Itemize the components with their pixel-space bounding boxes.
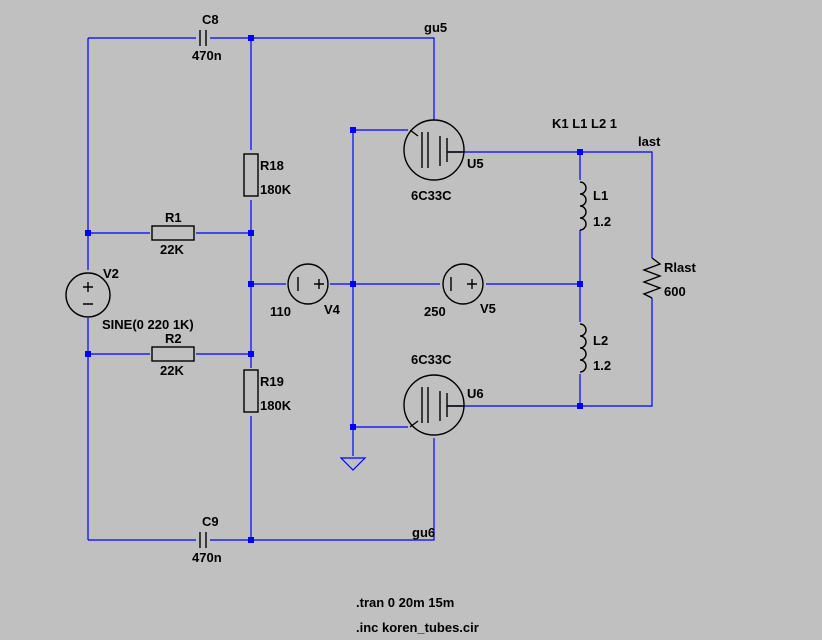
r1-value: 22K bbox=[160, 242, 184, 257]
junctions bbox=[85, 35, 583, 543]
u6-name: U6 bbox=[467, 386, 484, 401]
rlast-value: 600 bbox=[664, 284, 686, 299]
c9-name: C9 bbox=[202, 514, 219, 529]
inductor-l1[interactable]: L1 1.2 bbox=[579, 181, 611, 231]
net-label-gu5: gu5 bbox=[424, 20, 447, 35]
l2-name: L2 bbox=[593, 333, 608, 348]
u5-value: 6C33C bbox=[411, 188, 452, 203]
capacitor-c8[interactable]: C8 470n bbox=[192, 12, 222, 63]
r19-name: R19 bbox=[260, 374, 284, 389]
wires bbox=[87, 37, 653, 541]
resistor-r2[interactable]: R2 22K bbox=[151, 331, 195, 378]
resistor-r1[interactable]: R1 22K bbox=[151, 210, 195, 257]
r2-name: R2 bbox=[165, 331, 182, 346]
voltage-source-v4[interactable]: 110 V4 bbox=[270, 263, 341, 319]
v4-value: 110 bbox=[270, 304, 291, 319]
net-label-gu6: gu6 bbox=[412, 525, 435, 540]
v2-name: V2 bbox=[103, 266, 119, 281]
l2-value: 1.2 bbox=[593, 358, 611, 373]
u6-value: 6C33C bbox=[411, 352, 452, 367]
voltage-source-v5[interactable]: 250 V5 bbox=[424, 263, 496, 319]
tube-u6[interactable]: U6 6C33C bbox=[403, 352, 484, 436]
v2-value: SINE(0 220 1K) bbox=[102, 317, 194, 332]
inductor-l2[interactable]: L2 1.2 bbox=[579, 323, 611, 373]
include-directive: .inc koren_tubes.cir bbox=[356, 620, 479, 635]
c9-value: 470n bbox=[192, 550, 222, 565]
tube-u5[interactable]: U5 6C33C bbox=[403, 119, 484, 203]
l1-value: 1.2 bbox=[593, 214, 611, 229]
c8-value: 470n bbox=[192, 48, 222, 63]
v5-value: 250 bbox=[424, 304, 446, 319]
u5-name: U5 bbox=[467, 156, 484, 171]
voltage-source-v2[interactable]: V2 SINE(0 220 1K) bbox=[65, 266, 194, 332]
tran-directive: .tran 0 20m 15m bbox=[356, 595, 454, 610]
rlast-name: Rlast bbox=[664, 260, 696, 275]
v4-name: V4 bbox=[324, 302, 341, 317]
resistor-rlast[interactable]: Rlast 600 bbox=[642, 257, 696, 299]
r18-value: 180K bbox=[260, 182, 292, 197]
resistor-r19[interactable]: R19 180K bbox=[243, 369, 292, 413]
r19-value: 180K bbox=[260, 398, 292, 413]
r2-value: 22K bbox=[160, 363, 184, 378]
v5-name: V5 bbox=[480, 301, 496, 316]
r18-name: R18 bbox=[260, 158, 284, 173]
resistor-r18[interactable]: R18 180K bbox=[243, 153, 292, 197]
ground-icon[interactable] bbox=[339, 457, 367, 471]
r1-name: R1 bbox=[165, 210, 182, 225]
l1-name: L1 bbox=[593, 188, 608, 203]
c8-name: C8 bbox=[202, 12, 219, 27]
capacitor-c9[interactable]: C9 470n bbox=[192, 514, 222, 565]
net-label-last: last bbox=[638, 134, 661, 149]
coupling-directive: K1 L1 L2 1 bbox=[552, 116, 617, 131]
